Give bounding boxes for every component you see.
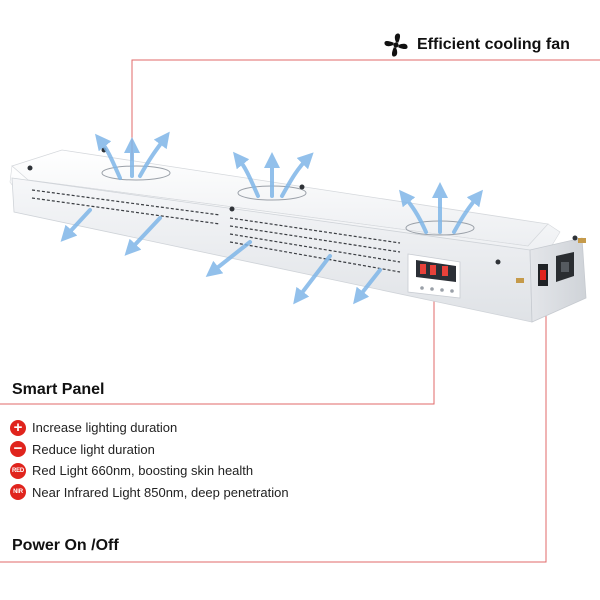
red-icon: RED xyxy=(10,462,26,479)
legend-item-nir-light: NIR Near Infrared Light 850nm, deep pene… xyxy=(10,482,390,504)
legend-item-increase: + Increase lighting duration xyxy=(10,417,390,439)
legend-label: Near Infrared Light 850nm, deep penetrat… xyxy=(32,484,289,500)
smart-panel-title: Smart Panel xyxy=(12,381,105,398)
plus-icon: + xyxy=(10,419,26,436)
fan-leader-line xyxy=(131,59,600,168)
minus-icon: − xyxy=(10,441,26,458)
power-title: Power On /Off xyxy=(12,537,119,554)
legend-label: Red Light 660nm, boosting skin health xyxy=(32,463,254,479)
fan-feature-text: Efficient cooling fan xyxy=(417,36,570,53)
legend-label: Reduce light duration xyxy=(32,441,155,457)
smart-panel-legend: + Increase lighting duration − Reduce li… xyxy=(10,417,390,503)
legend-item-red-light: RED Red Light 660nm, boosting skin healt… xyxy=(10,460,390,482)
legend-label: Increase lighting duration xyxy=(32,420,178,436)
nir-icon: NIR xyxy=(10,484,26,501)
legend-item-reduce: − Reduce light duration xyxy=(10,439,390,461)
fan-feature-label: Efficient cooling fan xyxy=(383,32,570,58)
fan-icon xyxy=(384,33,408,57)
